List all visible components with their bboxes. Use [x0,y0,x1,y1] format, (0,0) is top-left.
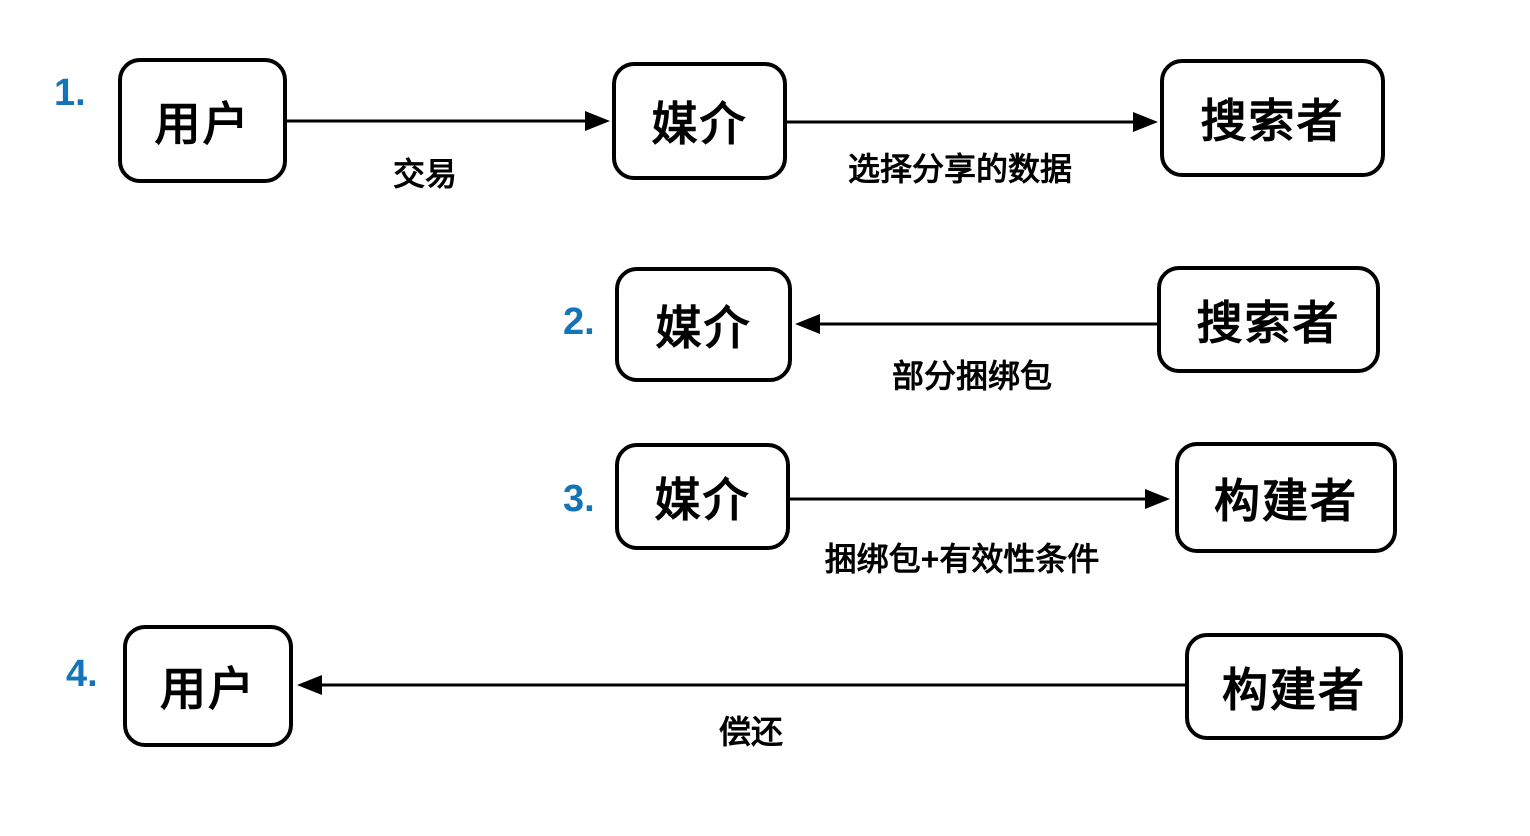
node-medium-row1: 媒介 [612,62,787,180]
step-number-1: 1. [54,72,86,114]
edge-label-selected-shared-data: 选择分享的数据 [847,151,1073,187]
arrow-medium-to-builder [790,489,1170,509]
arrow-user-to-medium [287,111,610,131]
step-number-3: 3. [563,478,595,520]
node-user-row4: 用户 [123,625,293,747]
edge-label-transaction: 交易 [392,156,458,192]
node-medium-row3: 媒介 [615,443,790,550]
step-number-4: 4. [66,653,98,695]
arrow-medium-to-searcher [787,112,1158,132]
edge-label-bundle-validity-condition: 捆绑包+有效性条件 [824,541,1100,577]
node-user-row1: 用户 [118,58,287,183]
arrow-builder-to-user [297,675,1185,695]
node-builder-row3: 构建者 [1175,442,1397,553]
node-searcher-row1: 搜索者 [1160,59,1385,177]
step-number-2: 2. [563,301,595,343]
node-searcher-row2: 搜索者 [1157,266,1380,373]
node-builder-row4: 构建者 [1185,633,1403,740]
edge-label-repayment: 偿还 [718,714,784,750]
node-medium-row2: 媒介 [615,267,792,382]
edge-label-partial-bundle: 部分捆绑包 [891,358,1053,394]
arrow-searcher-to-medium [795,314,1157,334]
